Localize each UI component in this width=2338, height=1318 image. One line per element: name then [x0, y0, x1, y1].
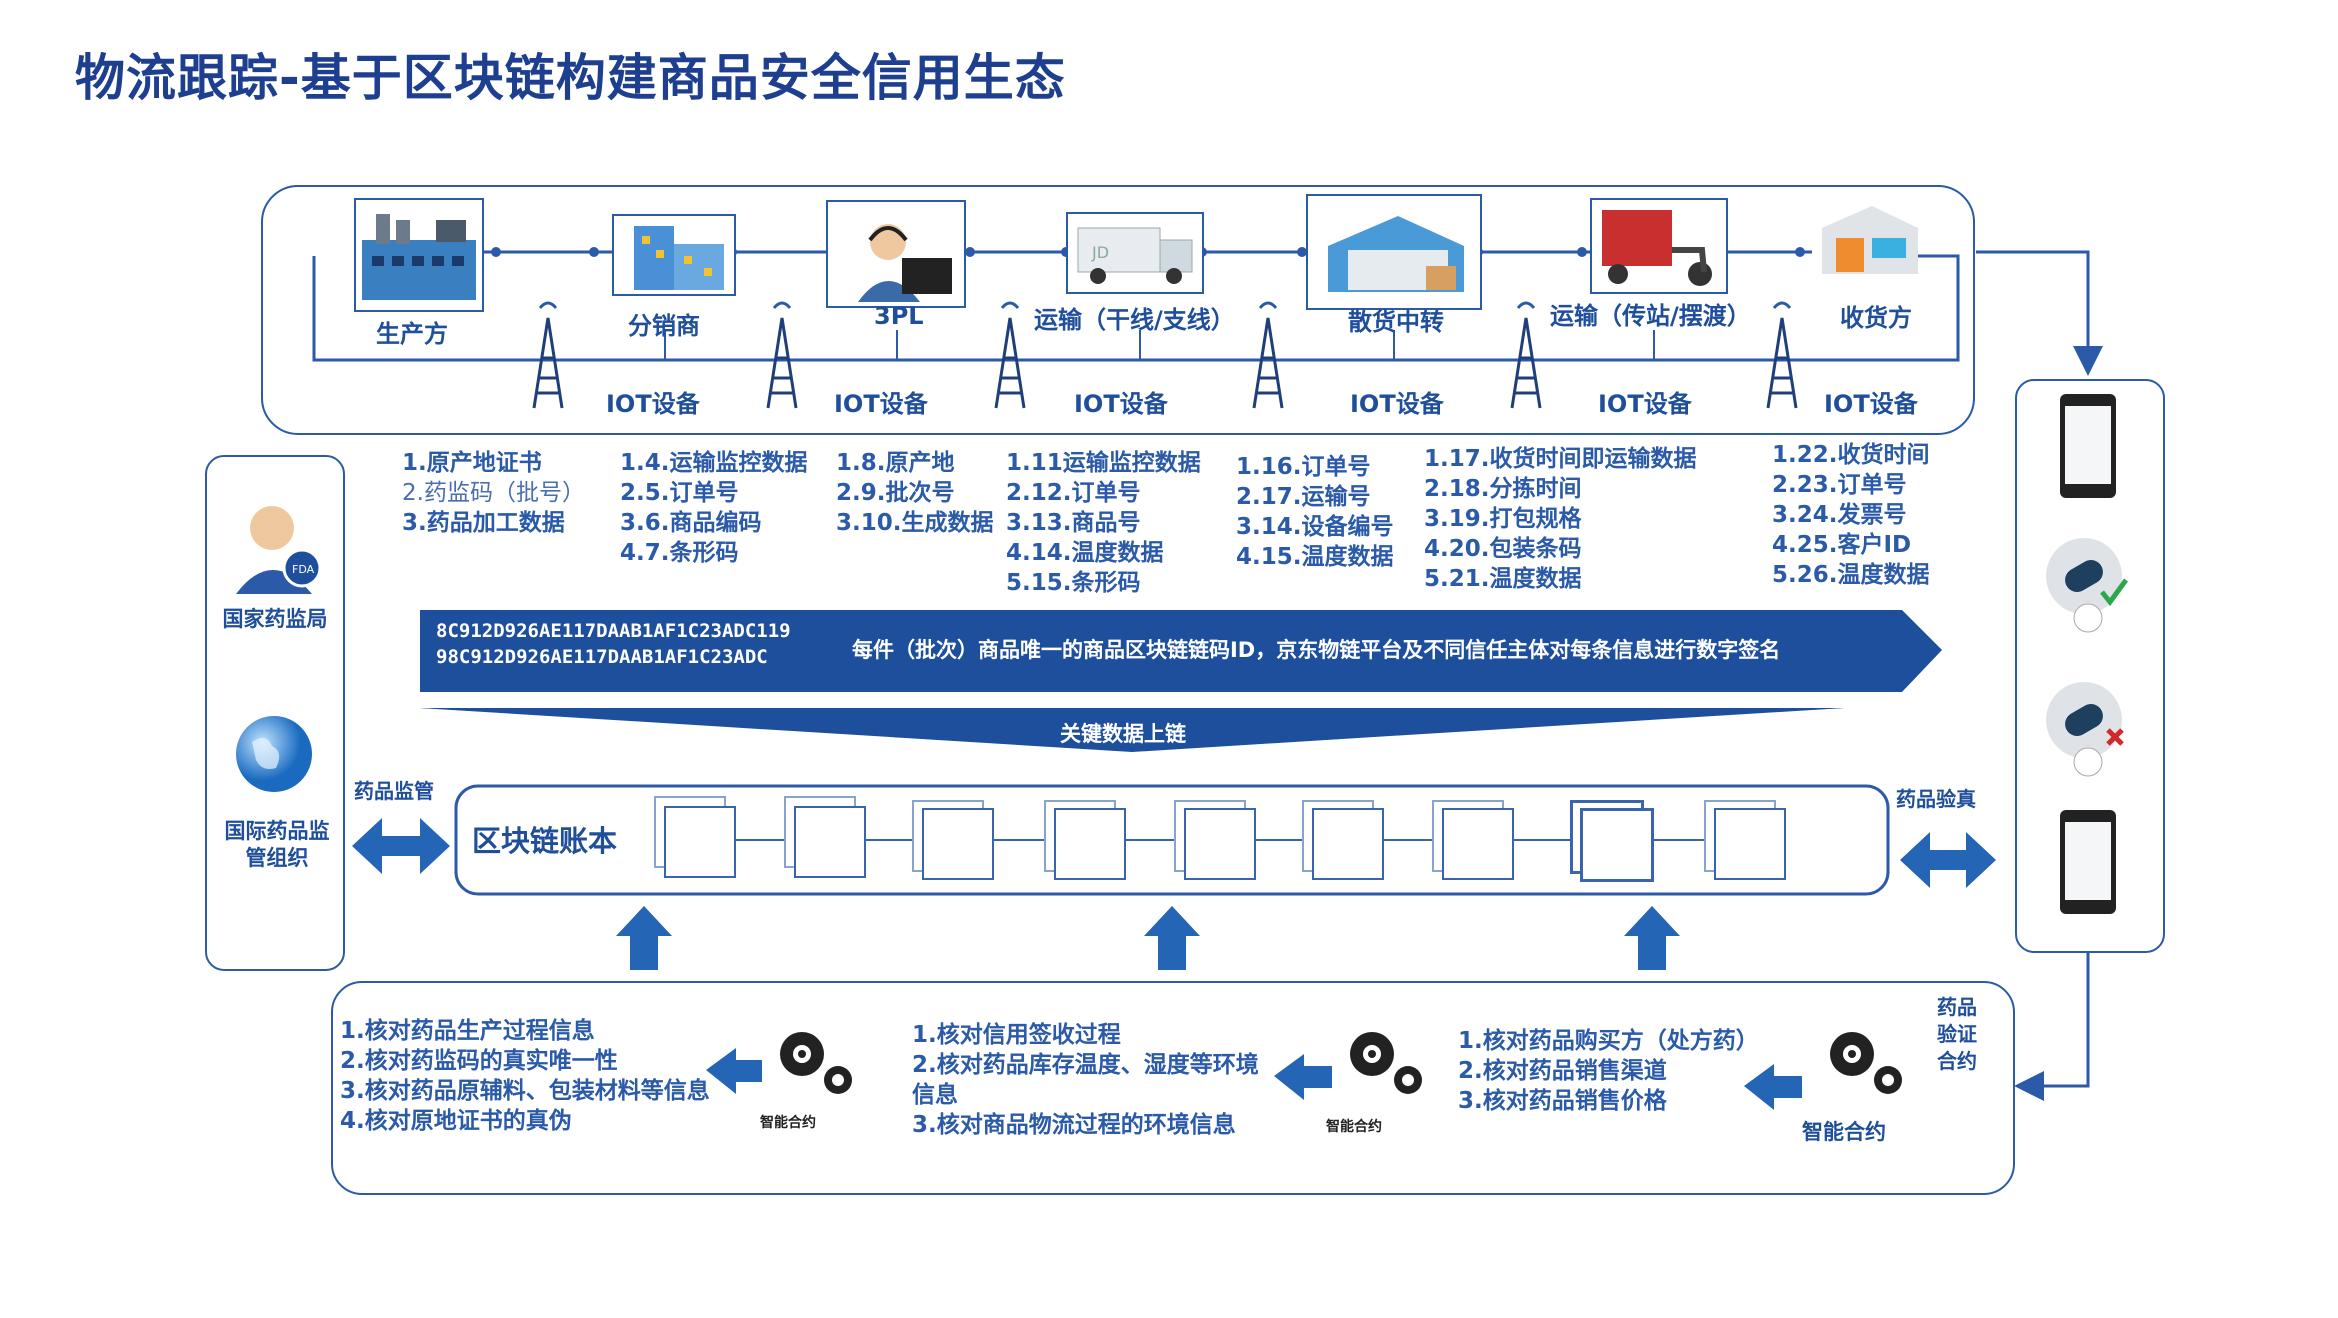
smart-contract-label: 智能合约 — [1802, 1120, 1886, 1144]
iot-label: IOT设备 — [1074, 390, 1168, 418]
iot-label: IOT设备 — [1824, 390, 1918, 418]
node-label-distributor: 分销商 — [628, 312, 700, 340]
contract-frame — [331, 981, 2015, 1195]
node-label-shuttle-transport: 运输（传站/摆渡） — [1550, 302, 1751, 330]
node-label-trunk-transport: 运输（干线/支线） — [1034, 306, 1235, 334]
banner-text: 每件（批次）商品唯一的商品区块链链码ID，京东物链平台及不同信任主体对每条信息进… — [852, 638, 1781, 662]
phone-valid-icon — [2060, 394, 2116, 498]
page-title: 物流跟踪-基于区块链构建商品安全信用生态 — [75, 49, 1066, 107]
iot-label: IOT设备 — [1350, 390, 1444, 418]
tricycle-icon — [1590, 198, 1728, 294]
up-arrows — [616, 906, 1680, 970]
ledger-frame — [454, 784, 1890, 896]
node-label-bulk-transfer: 散货中转 — [1348, 308, 1444, 336]
regulator-panel-frame — [205, 455, 345, 971]
iot-ticks — [664, 330, 1655, 360]
verify-label: 药品验真 — [1896, 787, 1976, 811]
office-building-icon — [612, 214, 736, 296]
chain-hash-list: 8C912D926AE117DAAB1AF1C23ADC119 98C912D9… — [436, 620, 791, 668]
regulator-label: 国家药监局 — [222, 607, 328, 631]
iot-towers — [532, 301, 1798, 409]
to-contract-arrow — [2014, 952, 2090, 1101]
warehouse-icon — [1306, 194, 1482, 310]
svg-text:JD: JD — [1091, 243, 1109, 262]
operator-icon — [826, 200, 966, 308]
verify-panel-frame — [2015, 379, 2165, 953]
gear-icons — [780, 1032, 1902, 1094]
supply-chain-frame — [261, 185, 1975, 435]
smart-contract-label: 智能合约 — [760, 1115, 816, 1131]
globe-icon — [232, 712, 316, 796]
svg-text:FDA: FDA — [292, 563, 315, 576]
node-label-3pl: 3PL — [874, 302, 924, 330]
contract-arrows — [706, 1048, 1802, 1110]
iot-label: IOT设备 — [606, 390, 700, 418]
double-arrows — [352, 818, 1996, 888]
to-verify-arrow — [1976, 250, 2103, 376]
pill-check-icon — [2044, 536, 2134, 636]
factory-icon — [354, 198, 484, 312]
node-label-producer: 生产方 — [376, 320, 448, 348]
node-label-receiver: 收货方 — [1840, 304, 1912, 332]
smart-contract-label: 智能合约 — [1326, 1119, 1382, 1135]
supervise-label: 药品监管 — [354, 779, 434, 803]
officer-avatar: FDA — [226, 494, 326, 594]
truck-icon: JD — [1066, 212, 1204, 294]
iot-label: IOT设备 — [834, 390, 928, 418]
key-data-label: 关键数据上链 — [1060, 722, 1186, 746]
iot-label: IOT设备 — [1598, 390, 1692, 418]
intl-org-label: 国际药品监管组织 — [224, 819, 330, 870]
phone-invalid-icon — [2060, 810, 2116, 914]
chain-loop-line — [312, 254, 1960, 362]
verify-contract-label: 药品验证合约 — [1937, 995, 1977, 1073]
chain-id-banner — [420, 610, 1942, 692]
store-icon — [1812, 198, 1928, 282]
pill-cross-icon — [2044, 680, 2134, 780]
ledger-title: 区块链账本 — [472, 824, 618, 858]
